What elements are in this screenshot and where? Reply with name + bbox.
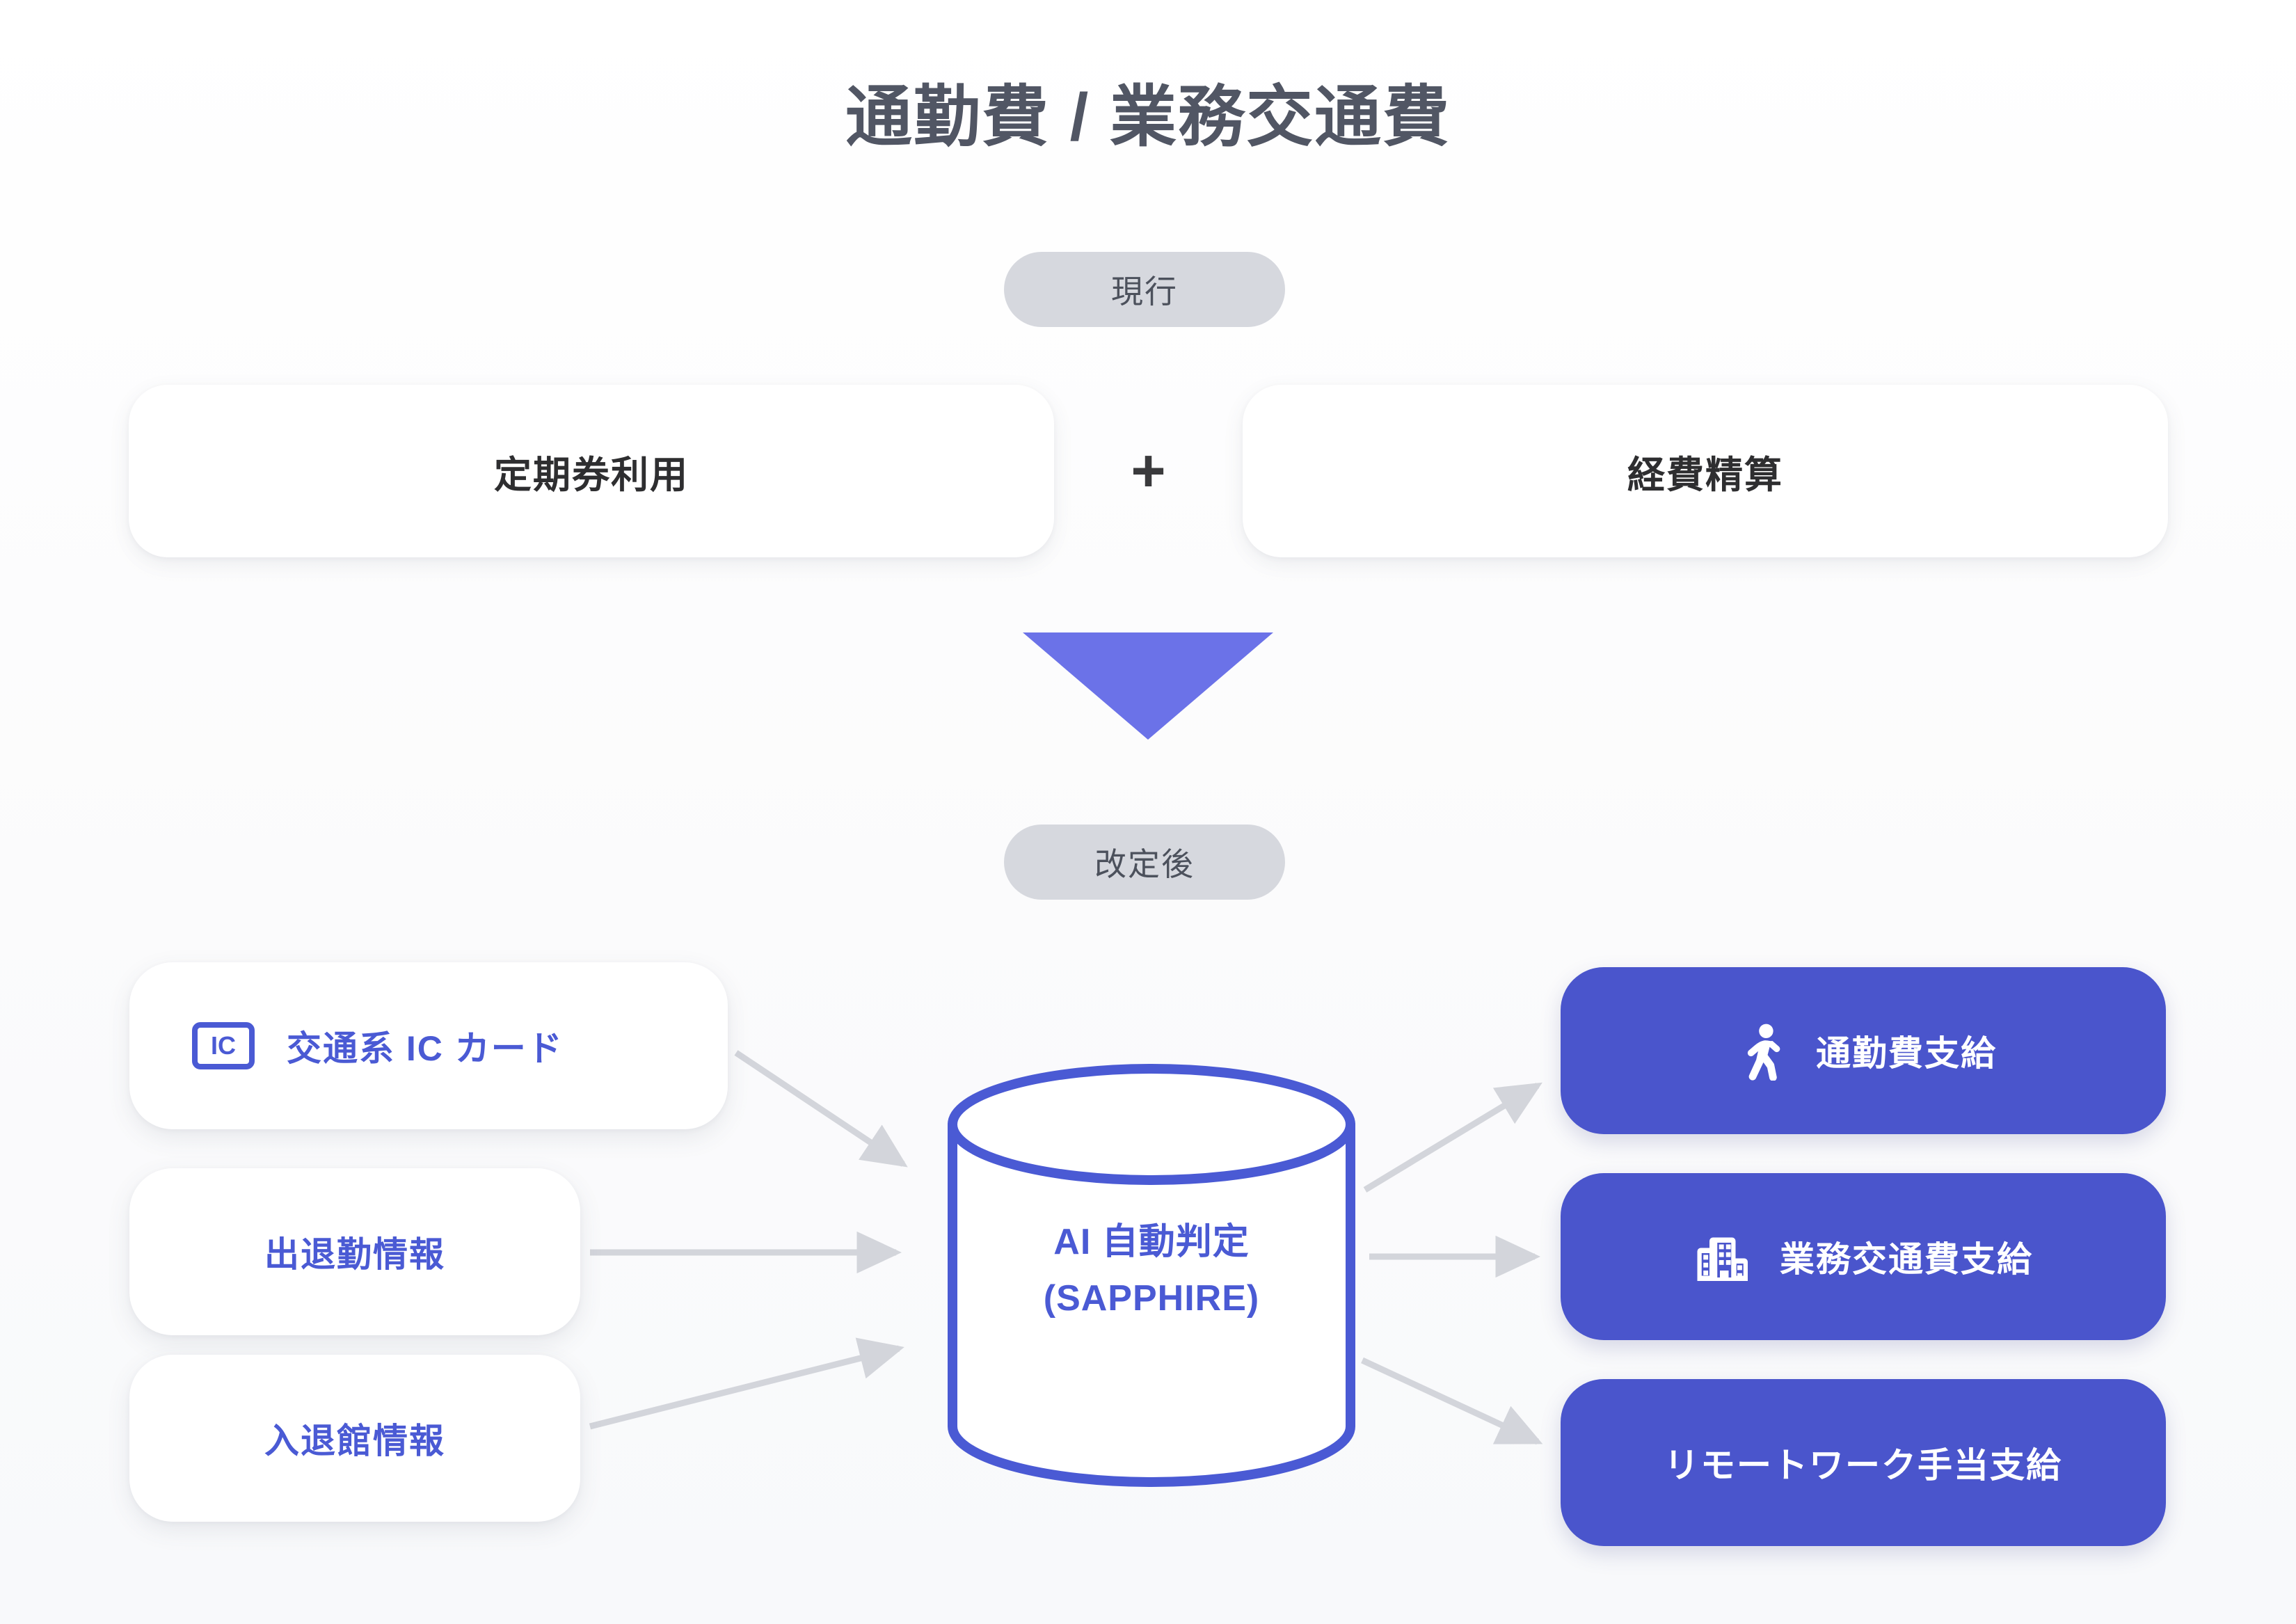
stage-badge-current-label: 現行	[1111, 273, 1178, 310]
processor-label-line2: (SAPPHIRE)	[1043, 1277, 1260, 1319]
output-card-business-travel: 業務交通費支給	[1561, 1173, 2166, 1340]
source-card-building-access: 入退館情報	[129, 1355, 580, 1522]
current-card-commuter-pass: 定期券利用	[129, 385, 1054, 557]
down-triangle-arrow-icon	[1023, 632, 1273, 740]
stage-badge-current: 現行	[1004, 252, 1285, 327]
database-cylinder-icon	[948, 1064, 1355, 1487]
source-card-ic-card-label: 交通系 IC カード	[287, 1029, 564, 1068]
output-card-remote-work-allowance: リモートワーク手当支給	[1561, 1379, 2166, 1546]
page-title: 通勤費 / 業務交通費	[845, 80, 1451, 154]
stage-badge-revised-label: 改定後	[1094, 846, 1195, 882]
output-card-remote-work-allowance-label: リモートワーク手当支給	[1664, 1446, 2062, 1485]
connector-ic-to-ai	[734, 1050, 908, 1168]
walking-person-icon	[1730, 1021, 1789, 1081]
source-card-attendance: 出退勤情報	[129, 1168, 580, 1335]
current-card-expense-settlement-label: 経費精算	[1627, 454, 1783, 496]
current-card-commuter-pass-label: 定期券利用	[494, 454, 689, 496]
source-card-building-access-label: 入退館情報	[264, 1422, 445, 1460]
connector-ai-to-commuting-allowance	[1363, 1082, 1542, 1193]
source-card-ic-card: IC 交通系 IC カード	[129, 962, 728, 1129]
processor-label: AI 自動判定 (SAPPHIRE)	[943, 1214, 1360, 1326]
output-card-business-travel-label: 業務交通費支給	[1780, 1240, 2033, 1279]
current-card-expense-settlement: 経費精算	[1243, 385, 2168, 557]
ic-card-icon-label: IC	[211, 1031, 236, 1060]
connector-entryexit-to-ai	[589, 1337, 904, 1430]
ic-card-icon: IC	[192, 1022, 255, 1069]
plus-separator-label: +	[1131, 438, 1166, 504]
processor-label-line1: AI 自動判定	[1053, 1222, 1250, 1262]
output-card-commuting-allowance-label: 通勤費支給	[1816, 1034, 1997, 1073]
plus-separator-icon: +	[1054, 385, 1243, 557]
office-building-icon	[1693, 1227, 1753, 1287]
source-card-attendance-label: 出退勤情報	[264, 1235, 445, 1274]
connector-ai-to-remote-allowance	[1361, 1357, 1543, 1445]
output-card-commuting-allowance: 通勤費支給	[1561, 967, 2166, 1134]
stage-badge-revised: 改定後	[1004, 825, 1285, 900]
